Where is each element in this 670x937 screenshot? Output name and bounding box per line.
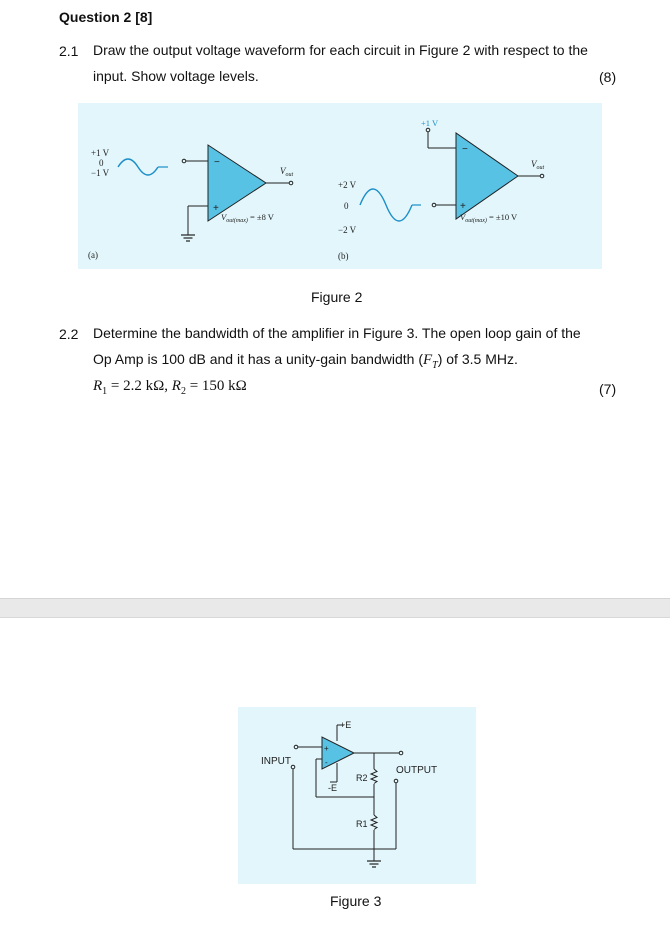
figure-3-caption: Figure 3 (330, 893, 382, 909)
figure-2-background (78, 103, 602, 269)
circuit-a-input-sine (117, 158, 159, 176)
circuit-a-label: (a) (88, 250, 98, 260)
figure-3-plus-sign: + (324, 744, 329, 753)
figure-2-diagram: +1 V 0 −1 V − + Vout Vout(max) = ±8 V (78, 103, 602, 269)
output-terminal-top (398, 750, 404, 756)
input-terminal-bottom (290, 764, 296, 770)
q22-text-line2-start: Op Amp is 100 dB and it has a unity-gain… (93, 351, 423, 367)
circuit-b-vout: Vout (531, 159, 545, 171)
circuit-b-minus-sign: − (462, 144, 468, 155)
circuit-a-saturation-label: Vout(max) = ±8 V (221, 212, 275, 224)
input-label: INPUT (261, 756, 291, 767)
negative-supply-label: -E (328, 783, 337, 793)
circuit-b: +1 V − + +2 V 0 −2 V Vout Vout(max) = ±1… (338, 118, 545, 261)
q21-marks: (8) (599, 69, 617, 85)
circuit-b-label: (b) (338, 251, 349, 261)
q22-marks: (7) (599, 381, 617, 397)
circuit-b-opamp (455, 132, 519, 220)
circuit-a-input-zero: 0 (99, 158, 104, 168)
circuit-b-input-zero: 0 (344, 201, 349, 211)
circuit-a-plus-sign: + (213, 203, 219, 214)
circuit-a-input-positive: +1 V (91, 148, 110, 158)
circuit-a-output-terminal (288, 180, 294, 186)
circuit-b-noninv-terminal (431, 202, 437, 208)
figure-3-opamp (321, 736, 356, 770)
r1-label: R1 (356, 819, 368, 829)
figure-3: + - +E -E INPUT OUTPUT R2 R1 (238, 707, 476, 884)
circuit-b-saturation-label: Vout(max) = ±10 V (460, 212, 518, 224)
figure-3-background (238, 707, 476, 884)
circuit-b-reference-voltage: +1 V (421, 118, 439, 128)
output-label: OUTPUT (396, 765, 437, 776)
positive-supply-label: +E (340, 720, 351, 730)
circuit-b-input-positive: +2 V (338, 180, 357, 190)
circuit-b-input-negative: −2 V (338, 225, 357, 235)
circuit-a-minus-sign: − (214, 157, 220, 168)
output-terminal-bottom (393, 778, 399, 784)
r1-resistor (369, 814, 379, 830)
q22-number: 2.2 (59, 326, 79, 342)
q22-text-line2-end: ) of 3.5 MHz. (437, 351, 518, 367)
q21-text-line1: Draw the output voltage waveform for eac… (93, 42, 588, 58)
circuit-a-input-negative: −1 V (91, 168, 110, 178)
figure-2: +1 V 0 −1 V − + Vout Vout(max) = ±8 V (78, 103, 602, 269)
circuit-b-reference-terminal (425, 127, 431, 133)
figure-3-minus-sign: - (325, 758, 328, 767)
r2-resistor (369, 768, 379, 784)
question-title: Question 2 [8] (59, 9, 153, 25)
ft-symbol: FT (422, 352, 438, 371)
q21-text-line2: input. Show voltage levels. (93, 68, 259, 84)
page-divider (0, 598, 670, 618)
circuit-a-opamp (207, 144, 267, 222)
circuit-a-vout: Vout (280, 166, 294, 178)
q22-text-line2: Op Amp is 100 dB and it has a unity-gain… (93, 346, 518, 379)
circuit-b-output-terminal (539, 173, 545, 179)
circuit-a: +1 V 0 −1 V − + Vout Vout(max) = ±8 V (88, 144, 294, 260)
q22-text-line1: Determine the bandwidth of the amplifier… (93, 325, 581, 341)
circuit-b-input-sine (359, 188, 413, 222)
circuit-b-plus-sign: + (460, 201, 466, 212)
resistor-values: R1 = 2.2 kΩ, R2 = 150 kΩ (93, 378, 247, 397)
circuit-a-inverting-terminal (181, 158, 187, 164)
q21-number: 2.1 (59, 43, 79, 59)
figure-3-diagram: + - +E -E INPUT OUTPUT R2 R1 (238, 707, 476, 884)
r2-label: R2 (356, 773, 368, 783)
figure-2-caption: Figure 2 (311, 289, 363, 305)
input-terminal-top (293, 744, 299, 750)
